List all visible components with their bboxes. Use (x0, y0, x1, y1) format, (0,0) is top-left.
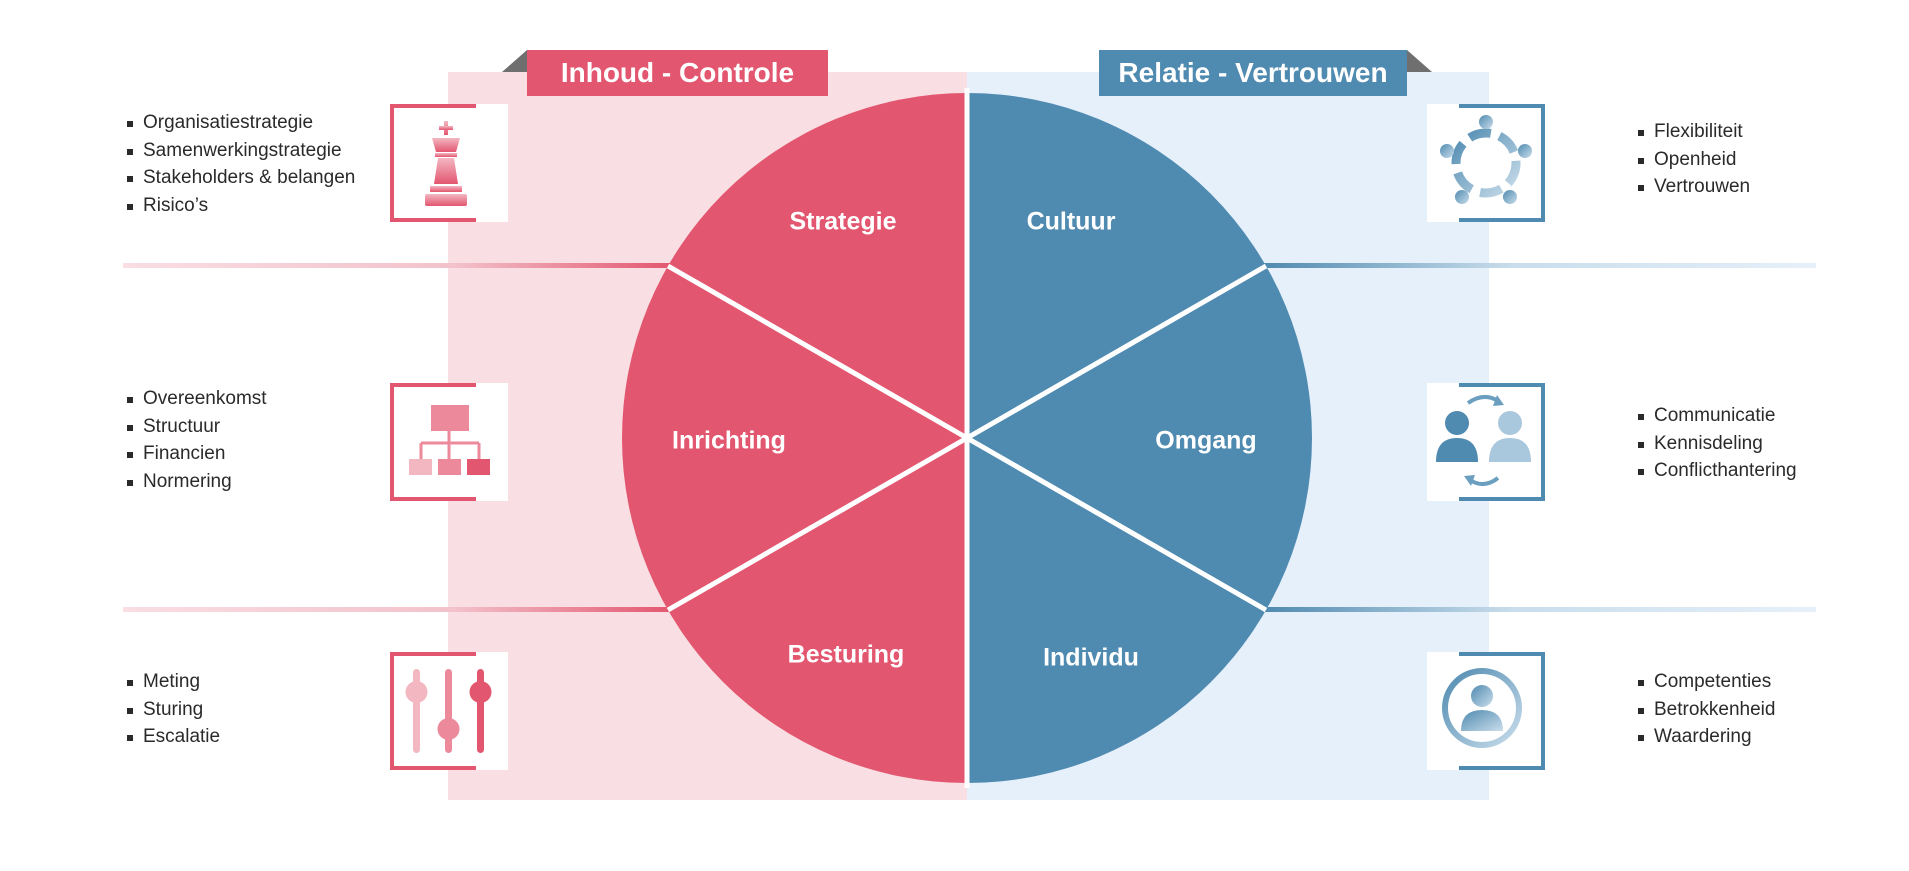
right-banner: Relatie - Vertrouwen (1099, 50, 1407, 96)
list-item: Sturing (125, 696, 220, 724)
divider-line-left-top (123, 263, 673, 268)
right-banner-fold (1407, 50, 1432, 72)
segment-label-individu: Individu (1043, 643, 1139, 672)
right-banner-title: Relatie - Vertrouwen (1118, 57, 1388, 88)
list-item: Flexibiliteit (1636, 118, 1750, 146)
list-item: Betrokkenheid (1636, 696, 1775, 724)
team-circle-icon-box (1427, 104, 1545, 222)
segment-label-besturing: Besturing (787, 640, 905, 669)
segment-label-cultuur: Cultuur (1026, 207, 1116, 236)
list-item: Conflicthantering (1636, 457, 1797, 485)
divider-line-right-top (1263, 263, 1816, 268)
left-banner-title: Inhoud - Controle (560, 57, 795, 88)
left-list-bottom: Meting Sturing Escalatie (125, 668, 220, 751)
segment-label-inrichting: Inrichting (672, 426, 786, 455)
list-item: Openheid (1636, 146, 1750, 174)
team-circle-icon (1440, 115, 1532, 204)
circle-left-half (622, 93, 967, 783)
list-item: Competenties (1636, 668, 1775, 696)
right-list-top: Flexibiliteit Openheid Vertrouwen (1636, 118, 1750, 201)
list-item: Normering (125, 468, 267, 496)
list-item: Organisatiestrategie (125, 109, 355, 137)
segment-label-omgang: Omgang (1155, 426, 1257, 455)
list-item: Kennisdeling (1636, 430, 1797, 458)
segment-separators (666, 88, 1268, 788)
chess-king-icon-box (390, 104, 508, 222)
list-item: Risico’s (125, 192, 355, 220)
list-item: Overeenkomst (125, 385, 267, 413)
user-circle-icon-box (1427, 652, 1545, 770)
user-circle-icon (1442, 668, 1522, 748)
list-item: Vertrouwen (1636, 173, 1750, 201)
segment-label-strategie: Strategie (789, 207, 897, 236)
people-exchange-icon-box (1427, 383, 1545, 501)
sliders-icon-box (390, 652, 508, 770)
list-item: Escalatie (125, 723, 220, 751)
list-item: Structuur (125, 413, 267, 441)
circle-right-half (967, 93, 1312, 783)
list-item: Stakeholders & belangen (125, 164, 355, 192)
left-banner: Inhoud - Controle (527, 50, 828, 96)
chess-king-icon (425, 121, 467, 206)
left-banner-fold (502, 50, 527, 72)
list-item: Meting (125, 668, 220, 696)
list-item: Samenwerkingstrategie (125, 137, 355, 165)
org-chart-icon-box (390, 383, 508, 501)
org-chart-icon (409, 405, 490, 475)
left-list-top: Organisatiestrategie Samenwerkingstrateg… (125, 109, 355, 219)
divider-line-left-bottom (123, 607, 673, 612)
list-item: Waardering (1636, 723, 1775, 751)
right-list-middle: Communicatie Kennisdeling Conflicthanter… (1636, 402, 1797, 485)
list-item: Communicatie (1636, 402, 1797, 430)
list-item: Financien (125, 440, 267, 468)
people-exchange-icon (1436, 395, 1531, 486)
divider-line-right-bottom (1263, 607, 1816, 612)
sliders-icon (405, 669, 492, 753)
left-list-middle: Overeenkomst Structuur Financien Normeri… (125, 385, 267, 495)
right-list-bottom: Competenties Betrokkenheid Waardering (1636, 668, 1775, 751)
